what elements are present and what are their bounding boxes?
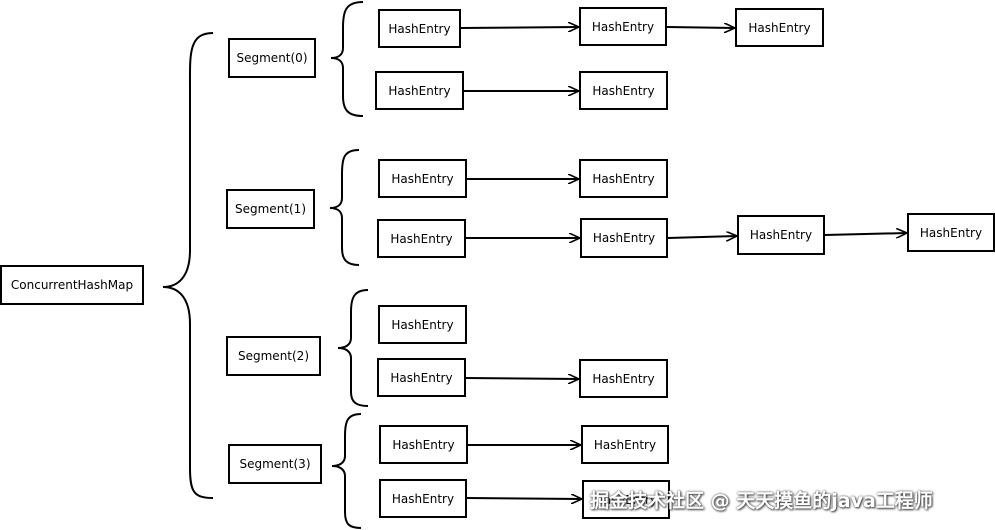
segment-1-node: Segment(1) — [226, 189, 315, 229]
hash-entry-s0-r1-1: HashEntry — [579, 71, 668, 110]
hash-entry-s1-r0-0: HashEntry — [378, 159, 467, 198]
arrow-s2-r1-1 — [465, 378, 579, 379]
hash-entry-s3-r1-0: HashEntry — [379, 479, 467, 518]
arrow-s3-r1-1 — [466, 498, 582, 499]
arrows-group — [460, 27, 907, 499]
root-brace — [162, 32, 214, 499]
root-node-concurrenthashmap: ConcurrentHashMap — [0, 265, 144, 305]
segment-3-node: Segment(3) — [228, 444, 322, 484]
arrow-s1-r1-3 — [824, 233, 907, 235]
arrow-s0-r0-1 — [460, 27, 579, 28]
hash-entry-s3-r0-1: HashEntry — [581, 425, 669, 464]
hash-entry-s2-r0-0: HashEntry — [378, 305, 467, 344]
segment-2-node: Segment(2) — [226, 336, 321, 376]
hash-entry-s3-r0-0: HashEntry — [379, 425, 468, 464]
segment-3-brace — [331, 413, 362, 529]
hash-entry-s1-r1-0: HashEntry — [377, 219, 466, 258]
hash-entry-s1-r0-1: HashEntry — [579, 159, 668, 198]
watermark-text: 掘金技术社区 @ 天天摸鱼的java工程师 — [590, 490, 933, 512]
segment-2-brace — [337, 289, 369, 407]
hash-entry-s0-r1-0: HashEntry — [375, 71, 464, 110]
segment-0-node: Segment(0) — [228, 38, 316, 78]
arrow-s0-r0-2 — [666, 27, 735, 28]
hash-entry-s2-r1-0: HashEntry — [377, 358, 466, 397]
hash-entry-s3-r1-1: HashEntry — [582, 480, 670, 519]
hash-entry-s2-r1-1: HashEntry — [579, 359, 668, 398]
segment-0-brace — [330, 1, 364, 117]
segment-1-brace — [329, 149, 360, 266]
hash-entry-s0-r0-1: HashEntry — [579, 7, 667, 46]
hash-entry-s1-r1-1: HashEntry — [580, 218, 668, 258]
hash-entry-s0-r0-0: HashEntry — [378, 9, 461, 48]
hash-entry-s0-r0-2: HashEntry — [735, 8, 824, 47]
arrow-s1-r1-2 — [667, 236, 737, 238]
hash-entry-s1-r1-2: HashEntry — [737, 215, 825, 255]
hash-entry-s1-r1-3: HashEntry — [907, 213, 995, 252]
